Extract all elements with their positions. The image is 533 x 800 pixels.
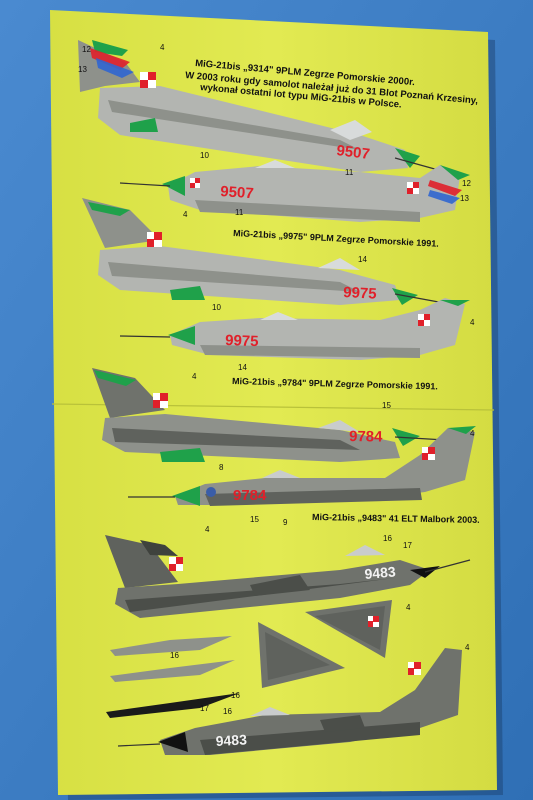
callout-15-a: 15 — [382, 401, 391, 410]
callout-12-b: 12 — [462, 179, 471, 188]
callout-16-b: 16 — [170, 651, 179, 660]
callout-4-b: 4 — [183, 210, 188, 219]
serial-9483-a: 9483 — [364, 563, 397, 582]
aircraft-9483-left-side — [105, 535, 471, 618]
callout-17-b: 17 — [200, 704, 209, 713]
callout-8: 8 — [219, 463, 224, 472]
serial-9784-a: 9784 — [349, 428, 383, 446]
caption-4: MiG-21bis „9483" 41 ELT Malbork 2003. — [312, 512, 480, 525]
callout-13: 13 — [78, 65, 87, 74]
callout-11-b: 11 — [235, 208, 244, 217]
callout-17-a: 17 — [403, 541, 412, 550]
callout-16-a: 16 — [383, 534, 392, 543]
serial-9483-b: 9483 — [215, 731, 247, 749]
callout-12: 12 — [82, 45, 91, 54]
callout-14-a: 14 — [358, 255, 367, 264]
serial-9975-b: 9975 — [225, 332, 259, 350]
aircraft-9483-right-side — [117, 648, 462, 755]
aircraft-9784-right-side — [128, 426, 476, 506]
callout-13-b: 13 — [460, 194, 469, 203]
aircraft-9784-left-side — [92, 368, 446, 462]
serial-9507-a: 9507 — [336, 142, 371, 163]
aircraft-9975-right-side — [119, 298, 470, 360]
callout-4-h: 4 — [465, 643, 470, 652]
callout-15-b: 15 — [250, 515, 259, 524]
drop-tank-parts — [106, 636, 240, 718]
wing-parts — [258, 600, 392, 688]
callout-4-a: 4 — [160, 43, 165, 52]
serial-9507-b: 9507 — [220, 183, 254, 202]
aircraft-9975-left-side — [82, 198, 456, 306]
callout-16-c: 16 — [231, 691, 240, 700]
callout-16-d: 16 — [223, 707, 232, 716]
serial-9975-a: 9975 — [343, 284, 377, 303]
callout-4-g: 4 — [406, 603, 411, 612]
callout-4-d: 4 — [192, 372, 197, 381]
callout-11-a: 11 — [345, 168, 354, 177]
callout-4-f: 4 — [205, 525, 210, 534]
callout-10-a: 10 — [200, 151, 209, 160]
callout-10-b: 10 — [212, 303, 221, 312]
callout-4-e: 4 — [470, 429, 475, 438]
aircraft-9314-right-side — [119, 160, 470, 222]
callout-14-b: 14 — [238, 363, 247, 372]
serial-9784-b: 9784 — [233, 487, 267, 504]
callout-9: 9 — [283, 518, 288, 527]
callout-4-c: 4 — [470, 318, 475, 327]
aircraft-9314-left-side — [78, 40, 461, 177]
